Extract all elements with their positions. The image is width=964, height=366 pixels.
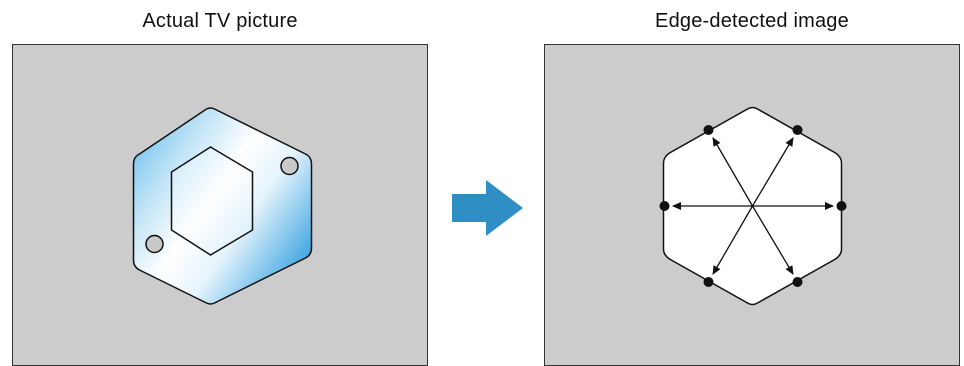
edge-detected-image-panel xyxy=(544,44,960,366)
right-arrow-icon xyxy=(452,180,523,236)
edge-points xyxy=(659,125,847,287)
actual-tv-picture-panel xyxy=(12,44,428,366)
right-panel-title: Edge-detected image xyxy=(655,10,849,32)
vector-upper-right xyxy=(751,137,794,207)
edge-point-upper-right xyxy=(792,125,803,135)
actual-tv-picture-canvas xyxy=(13,45,427,365)
edge-detected-canvas xyxy=(545,45,959,365)
edge-point-upper-left xyxy=(703,125,714,135)
inner-hexagon xyxy=(170,146,254,256)
right-hole xyxy=(280,156,299,176)
left-hole xyxy=(145,234,164,254)
edge-point-lower-left xyxy=(703,277,714,287)
vector-lower-right xyxy=(751,205,794,275)
vector-lower-left xyxy=(712,205,754,275)
left-panel-title: Actual TV picture xyxy=(142,10,298,32)
vector-upper-left xyxy=(712,137,754,207)
edge-vectors xyxy=(672,137,834,275)
edge-point-right xyxy=(836,201,847,211)
edge-point-left xyxy=(659,201,670,211)
edge-point-lower-right xyxy=(792,277,803,287)
